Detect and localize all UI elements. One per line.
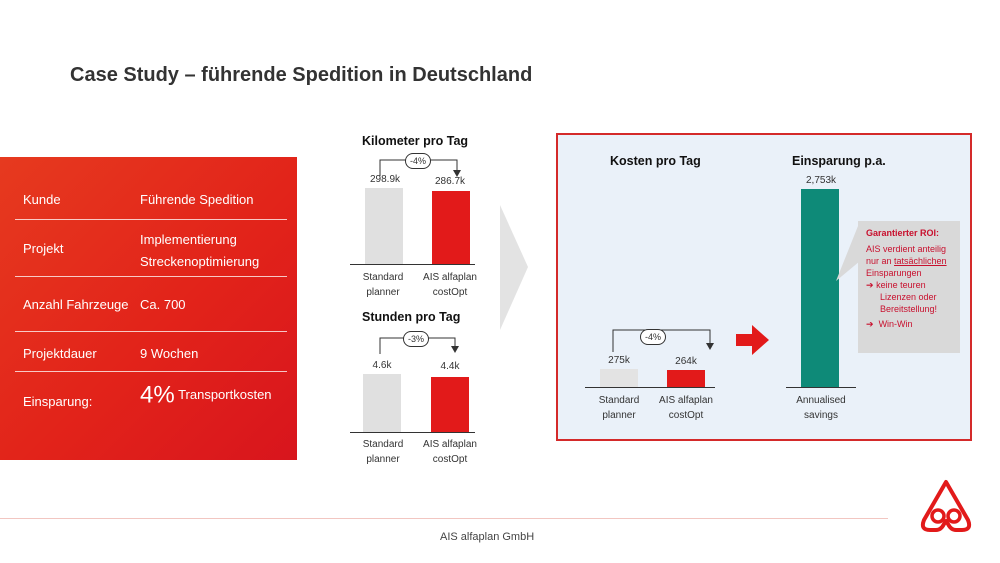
cost-chart-title: Kosten pro Tag — [610, 154, 701, 168]
info-label: Projekt — [23, 241, 64, 256]
cost-change-badge: -4% — [640, 329, 667, 345]
km-bar-standard — [365, 188, 403, 264]
hours-category-label: Standard planner — [348, 437, 418, 467]
hours-bar-value: 4.6k — [372, 360, 392, 371]
km-category-label: AIS alfaplan costOpt — [415, 270, 485, 300]
category-line: planner — [602, 410, 636, 421]
info-value: 4% Transportkosten — [140, 381, 272, 409]
roi-text: nur an tatsächlichen — [866, 255, 954, 267]
category-line: AIS alfaplan — [423, 272, 477, 283]
km-baseline — [350, 264, 475, 265]
hours-bar-alfaplan — [431, 377, 469, 432]
info-label: Kunde — [23, 192, 61, 207]
km-bar-alfaplan — [432, 191, 470, 264]
savings-category-label: Annualised savings — [786, 393, 856, 423]
info-value: Führende Spedition — [140, 192, 254, 207]
hours-change-badge: -3% — [403, 331, 430, 347]
km-bar-value: 286.7k — [434, 176, 466, 187]
info-value: Implementierung Streckenoptimierung — [140, 229, 259, 273]
roi-bullet-text: Lizenzen oder — [880, 292, 937, 302]
category-line: planner — [366, 287, 400, 298]
category-line: Standard — [362, 272, 404, 283]
roi-callout: Garantierter ROI: AIS verdient anteilig … — [858, 221, 960, 353]
cost-baseline — [585, 387, 715, 388]
roi-bullet-text: Win-Win — [878, 319, 913, 329]
info-value-line: Streckenoptimierung — [140, 254, 260, 269]
category-line: Annualised — [796, 395, 846, 406]
km-category-label: Standard planner — [348, 270, 418, 300]
category-line: Standard — [362, 439, 404, 450]
divider — [15, 276, 287, 277]
roi-text: AIS verdient anteilig — [866, 244, 947, 254]
category-line: AIS alfaplan — [423, 439, 477, 450]
category-line: costOpt — [668, 410, 704, 421]
savings-chart-title: Einsparung p.a. — [792, 154, 886, 168]
hours-bar-standard — [363, 374, 401, 432]
category-line: costOpt — [432, 287, 468, 298]
info-value: Ca. 700 — [140, 297, 186, 312]
callout-pointer — [836, 221, 860, 281]
category-line: Standard — [598, 395, 640, 406]
km-chart-title: Kilometer pro Tag — [362, 134, 469, 148]
category-line: costOpt — [432, 454, 468, 465]
hours-category-label: AIS alfaplan costOpt — [415, 437, 485, 467]
hours-chart-title: Stunden pro Tag — [362, 310, 461, 324]
info-card: Kunde Führende Spedition Projekt Impleme… — [0, 157, 297, 460]
roi-heading: Garantierter ROI: — [866, 228, 940, 238]
footer-divider — [0, 518, 888, 519]
savings-bar — [801, 189, 839, 387]
savings-baseline — [786, 387, 856, 388]
info-value-line: Implementierung — [140, 232, 237, 247]
km-change-badge: -4% — [405, 153, 432, 169]
roi-text-part: nur an — [866, 256, 895, 266]
results-panel: Kosten pro Tag Einsparung p.a. -4% 275k … — [556, 133, 972, 441]
info-value: 9 Wochen — [140, 346, 199, 361]
divider — [15, 219, 287, 220]
info-label: Anzahl Fahrzeuge — [23, 297, 129, 312]
savings-percent: 4% — [140, 381, 175, 409]
arrow-bullet-icon: ➔ — [866, 280, 874, 290]
cost-bar-value: 264k — [675, 356, 697, 367]
cost-bar-alfaplan — [667, 370, 705, 387]
divider — [15, 331, 287, 332]
arrow-right-icon — [736, 325, 769, 355]
roi-text: Einsparungen — [866, 268, 922, 278]
category-line: planner — [366, 454, 400, 465]
cost-category-label: AIS alfaplan costOpt — [651, 393, 721, 423]
roi-bullet-text: Bereitstellung! — [880, 304, 938, 314]
km-bar-value: 298.9k — [369, 174, 401, 185]
hours-baseline — [350, 432, 475, 433]
divider — [15, 371, 287, 372]
arrow-bullet-icon: ➔ — [866, 319, 874, 329]
cost-bar-standard — [600, 369, 638, 387]
savings-bar-value: 2,753k — [805, 175, 837, 186]
roi-bullet: ➔ keine teuren — [866, 279, 954, 291]
category-line: AIS alfaplan — [659, 395, 713, 406]
company-logo — [920, 480, 972, 532]
hours-bar-value: 4.4k — [440, 361, 460, 372]
chevron-right-icon — [500, 205, 528, 330]
roi-bullet-text: keine teuren — [876, 280, 926, 290]
cost-bar-value: 275k — [608, 355, 630, 366]
roi-text-underlined: tatsächlichen — [894, 256, 947, 266]
info-label: Projektdauer — [23, 346, 97, 361]
cost-category-label: Standard planner — [584, 393, 654, 423]
footer-company: AIS alfaplan GmbH — [440, 531, 535, 543]
roi-bullet: ➔ Win-Win — [866, 318, 954, 330]
info-label: Einsparung: — [23, 394, 93, 409]
category-line: savings — [804, 410, 838, 421]
savings-label: Transportkosten — [178, 387, 272, 402]
page-title: Case Study – führende Spedition in Deuts… — [70, 64, 533, 86]
